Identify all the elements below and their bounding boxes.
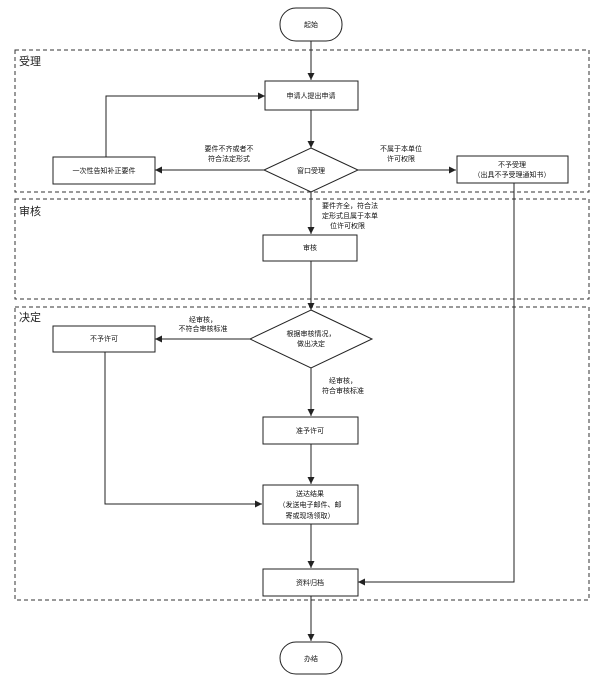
node-start-label: 起始: [304, 20, 318, 29]
edge-deny-deliver: [104, 352, 262, 508]
node-archive: 资料归档: [262, 568, 359, 597]
node-deliver: 送达结果 （发送电子邮件、邮 寄或现场领取）: [262, 484, 359, 525]
node-deliver-line3: 寄或现场领取）: [286, 511, 335, 520]
node-apply: 申请人提出申请: [264, 80, 359, 111]
lane-review-label: 审核: [19, 204, 41, 218]
node-deny: 不予许可: [52, 325, 156, 353]
node-judge-line1: 根据审核情况，: [287, 329, 336, 338]
lane-decide: 决定: [14, 306, 590, 601]
node-archive-label: 资料归档: [296, 578, 324, 587]
label-outside-line2: 许可权限: [387, 154, 415, 163]
label-complete-line1: 要件齐全，符合法: [322, 201, 378, 210]
node-notify: 一次性告知补正要件: [52, 156, 156, 185]
node-deny-label: 不予许可: [90, 334, 118, 343]
label-fail-line2: 不符合审核标准: [179, 324, 228, 333]
label-complete-line2: 定形式且属于本单: [322, 211, 378, 220]
label-incomplete-line1: 要件不齐或者不: [205, 144, 254, 153]
label-pass-line2: 符合审核标准: [322, 386, 364, 395]
node-review: 审核: [262, 234, 358, 262]
edge-labels: 要件不齐或者不 符合法定形式 不属于本单位 许可权限 要件齐全，符合法 定形式且…: [179, 144, 423, 395]
label-complete-line3: 位许可权限: [330, 221, 365, 230]
lane-accept: 受理: [14, 49, 590, 193]
node-judge: 根据审核情况， 做出决定: [248, 309, 374, 369]
node-deliver-line2: （发送电子邮件、邮: [279, 500, 342, 509]
label-outside-line1: 不属于本单位: [380, 144, 422, 153]
node-reject-line2: （出具不予受理通知书）: [474, 170, 551, 179]
label-incomplete-line2: 符合法定形式: [208, 154, 250, 163]
node-reject-line1: 不予受理: [498, 160, 526, 169]
lane-review: 审核: [14, 198, 590, 300]
node-window: 窗口受理: [262, 147, 360, 193]
node-approve-label: 准予许可: [296, 426, 324, 435]
lane-accept-label: 受理: [19, 55, 41, 68]
node-notify-label: 一次性告知补正要件: [73, 166, 136, 175]
label-fail-line1: 经审核，: [189, 315, 217, 324]
node-end: 办结: [279, 641, 343, 675]
node-window-label: 窗口受理: [297, 166, 325, 175]
node-review-label: 审核: [303, 243, 317, 252]
lane-decide-label: 决定: [19, 310, 41, 324]
node-judge-line2: 做出决定: [297, 339, 325, 348]
label-pass-line1: 经审核，: [329, 376, 357, 385]
node-end-label: 办结: [304, 654, 318, 663]
node-start: 起始: [279, 7, 343, 42]
node-approve: 准予许可: [262, 416, 359, 445]
node-apply-label: 申请人提出申请: [287, 91, 336, 100]
edge-reject-archive: [358, 183, 515, 586]
node-reject: 不予受理 （出具不予受理通知书）: [456, 155, 569, 184]
edges: [104, 41, 515, 641]
node-deliver-line1: 送达结果: [296, 489, 324, 498]
edge-notify-apply: [105, 92, 265, 157]
